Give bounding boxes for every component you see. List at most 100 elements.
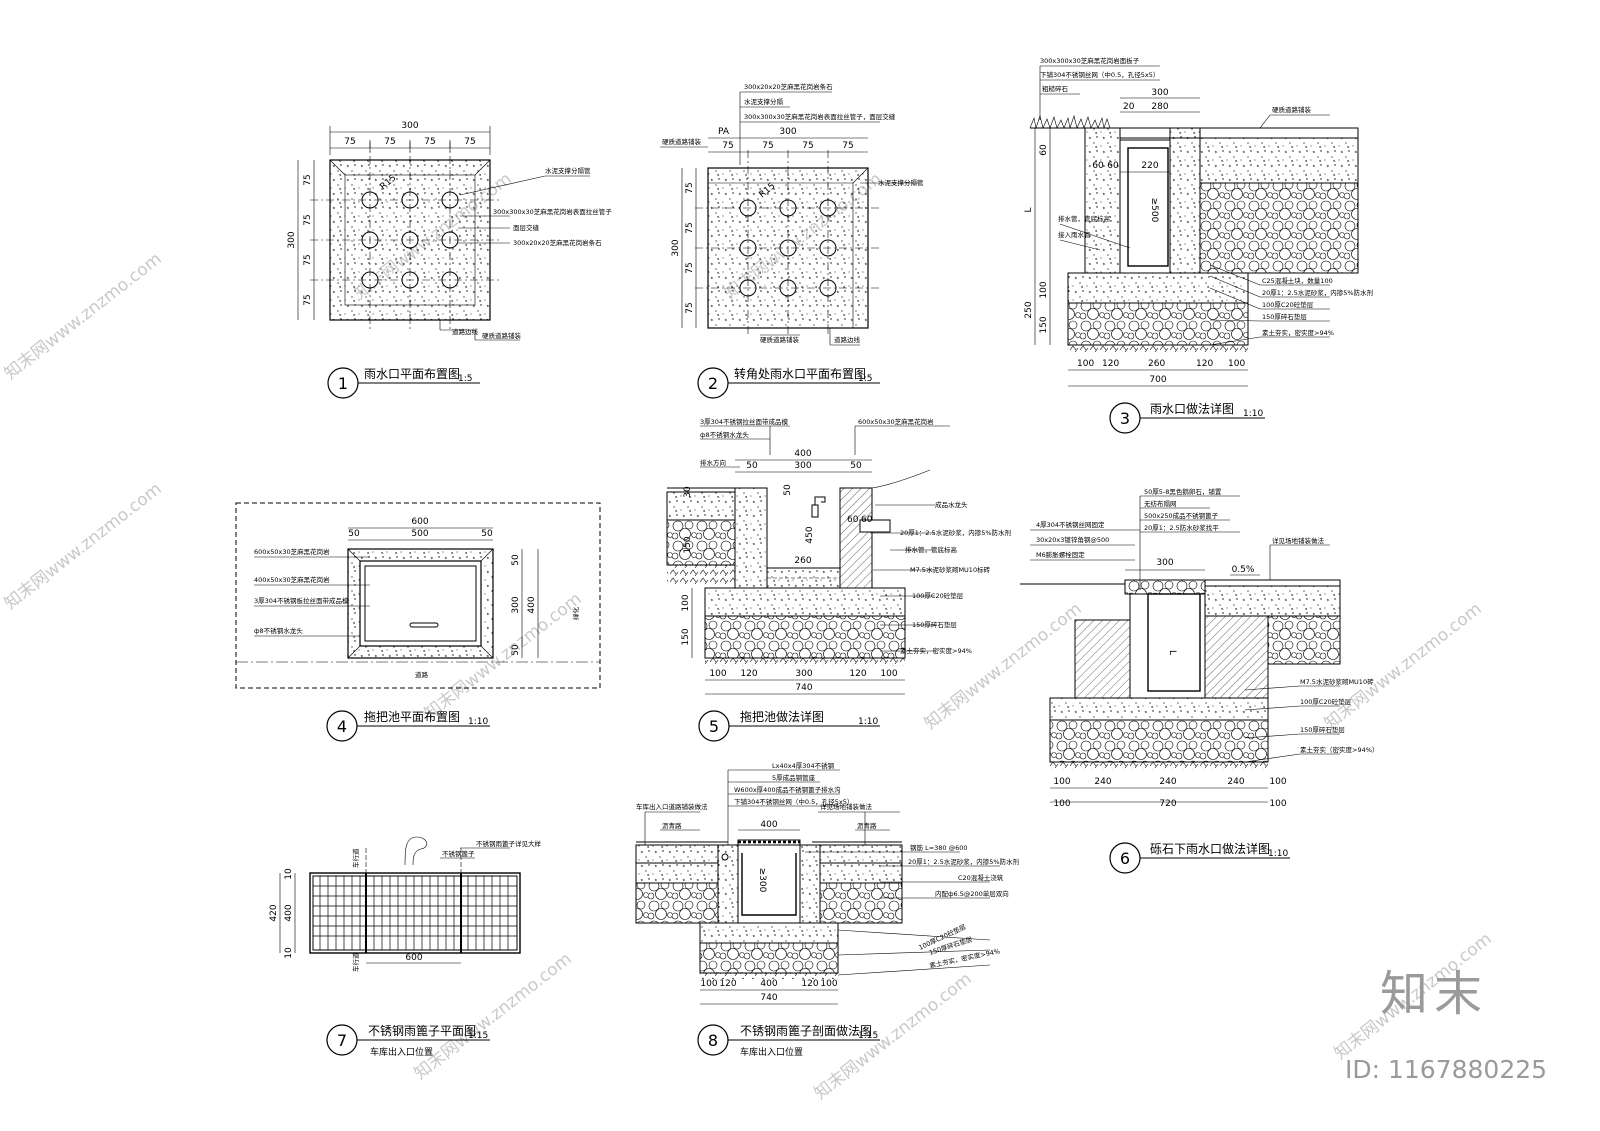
- dim-text: 740: [760, 993, 777, 1003]
- note-text: 素土夯实，密实度>94%: [900, 646, 972, 655]
- drawing-scale: 1:10: [1243, 409, 1263, 419]
- dim-text: 300: [794, 461, 811, 471]
- drawing-scale: 1:15: [858, 1031, 878, 1041]
- dim-text: 60: [1107, 161, 1119, 171]
- dim-text: 420: [269, 904, 279, 921]
- note-text: W600x厚400成品不锈钢篦子排水沟: [734, 785, 841, 794]
- note-text: 20厚1：2.5防水砂浆找平: [1144, 523, 1219, 532]
- note-text: 水泥支撑分隔管: [545, 166, 591, 175]
- dim-text: 100: [1269, 799, 1286, 809]
- drawing-title: 雨水口做法详图: [1150, 401, 1234, 416]
- note-text: C20混凝土浇筑: [958, 873, 1004, 882]
- dim-text: 75: [685, 262, 695, 273]
- dim-text: 10: [284, 947, 294, 959]
- note-text: 硬质道路铺装: [662, 137, 702, 146]
- dim-text: 75: [303, 174, 313, 185]
- drawing-2: PA 300 75 75 75 75 300 75 75 75 75 R15 3…: [660, 82, 924, 399]
- note-text: 300x300x30芝麻黑花岗岩表面拉丝管子: [493, 207, 612, 216]
- dim-text: 75: [685, 222, 695, 233]
- note-text: 道路边线: [452, 327, 479, 336]
- note-text: 20厚1：2.5水泥砂浆，内掺5%防水剂: [908, 857, 1019, 866]
- grate-bars: [313, 876, 517, 950]
- note-text: 下铺304不锈钢丝网（中0.5，孔径5x5）: [734, 797, 853, 806]
- dim-text: 300: [1151, 88, 1168, 98]
- dim-text: 50: [348, 529, 360, 539]
- note-text: 粗糙碎石: [1042, 84, 1069, 93]
- dim-text: 400: [794, 449, 811, 459]
- drawing-number: 3: [1120, 409, 1130, 428]
- drawing-8: 400 ≥300 100 120 400 120 100 740 Lx4: [635, 761, 1019, 1058]
- note-text: 素土夯实，密实度>94%: [1262, 328, 1334, 337]
- dim-text: 75: [464, 137, 475, 147]
- note-text: ф8不锈钢水龙头: [700, 430, 749, 439]
- dim-text: 100: [820, 979, 837, 989]
- dim-text: 75: [842, 141, 853, 151]
- note-text: 排水管，管底标高: [905, 545, 958, 554]
- note-text: 3厚304不锈钢板拉丝面带成品模: [254, 596, 349, 605]
- note-text: 20厚1：2.5水泥砂浆，内掺5%防水剂: [1262, 288, 1373, 297]
- note-text: 车行道: [351, 952, 360, 972]
- dim-text: 150: [1039, 316, 1049, 333]
- note-text: 100厚C20砼垫层: [912, 591, 964, 600]
- watermark-text: 知末网www.znzmo.com: [1321, 599, 1486, 734]
- note-text: 100厚C20砼垫层: [1262, 300, 1314, 309]
- dim-text: 300: [511, 596, 521, 613]
- note-text: 30x20x3镀锌角钢@500: [1036, 535, 1109, 544]
- drawing-number: 2: [708, 374, 718, 393]
- note-text: 钢筋 L=380 @600: [910, 843, 968, 852]
- note-text: M7.5水泥砂浆砌MU10砖: [1300, 677, 1374, 686]
- dim-text: 100: [681, 594, 691, 611]
- dim-text: 100: [880, 669, 897, 679]
- note-text: 600x50x30芝麻黑花岗岩: [858, 417, 934, 426]
- dim-text: 700: [1149, 375, 1166, 385]
- dim-text: 120: [801, 979, 818, 989]
- dim-text: 75: [303, 294, 313, 305]
- drawing-scale: 1:10: [858, 717, 878, 727]
- note-text: 详见场地铺装做法: [1272, 536, 1325, 545]
- note-text: 20厚1：2.5水泥砂浆，内掺5%防水剂: [900, 528, 1011, 537]
- note-text: ф8不锈钢水龙头: [254, 626, 303, 635]
- note-text: 4厚304不锈钢丝网固定: [1036, 520, 1105, 529]
- dim-text: 740: [795, 683, 812, 693]
- drawing-number: 6: [1120, 849, 1130, 868]
- dim-text: 450: [805, 526, 815, 543]
- dim-text: 75: [802, 141, 813, 151]
- drawing-1: 300 75 75 75 75 300 75 75 75 75 R15 水泥支撑…: [287, 121, 612, 399]
- dim-text: 300: [401, 121, 418, 131]
- dim-text: 120: [740, 669, 757, 679]
- dim-text: 300: [795, 669, 812, 679]
- note-text: Lx40x4厚304不锈钢: [772, 761, 835, 770]
- drawing-title: 不锈钢雨篦子剖面做法图: [740, 1023, 872, 1038]
- dim-text: 75: [722, 141, 733, 151]
- note-text: 水泥支撑分隔: [744, 97, 784, 106]
- dim-text: 10: [284, 868, 294, 880]
- dim-text: ≥500: [1149, 198, 1159, 223]
- note-text: M7.5水泥砂浆砌MU10标砖: [910, 565, 991, 574]
- dim-text: 400: [284, 904, 294, 921]
- dim-text: 75: [384, 137, 395, 147]
- note-text: 道路边线: [834, 335, 861, 344]
- dim-text: 75: [424, 137, 435, 147]
- dim-text: 600: [405, 953, 422, 963]
- side-label: 绿化: [571, 607, 580, 621]
- drawing-title: 砾石下雨水口做法详图: [1150, 841, 1270, 856]
- note-text: 50厚5-8黑色鹅卵石，铺置: [1144, 487, 1222, 496]
- drawing-subtitle: 车库出入口位置: [740, 1046, 803, 1058]
- dim-text: 30: [683, 486, 693, 498]
- note-text: 沥青路: [857, 821, 877, 830]
- note-text: 硬质道路铺装: [760, 335, 800, 344]
- dim-text: 60: [847, 515, 859, 525]
- dim-text: 300: [779, 127, 796, 137]
- note-text: 下铺304不锈钢丝网（中0.5，孔径5x5）: [1040, 70, 1159, 79]
- note-text: 无纺布隔网: [1144, 499, 1177, 508]
- dim-text: 500: [411, 529, 428, 539]
- note-text: 300x20x20芝麻黑花岗岩条石: [744, 82, 833, 91]
- dim-text: 100: [1228, 359, 1245, 369]
- note-text: M6膨胀螺栓固定: [1036, 550, 1085, 559]
- note-text: 150厚碎石垫层: [1300, 725, 1345, 734]
- dim-text: 100: [1053, 777, 1070, 787]
- dim-text: 100: [1053, 799, 1070, 809]
- dim-text: 100: [700, 979, 717, 989]
- drawing-title: 转角处雨水口平面布置图: [734, 366, 866, 381]
- note-text: 300x300x30芝麻黑花岗岩表面拉丝管子，面层交缝: [744, 112, 896, 121]
